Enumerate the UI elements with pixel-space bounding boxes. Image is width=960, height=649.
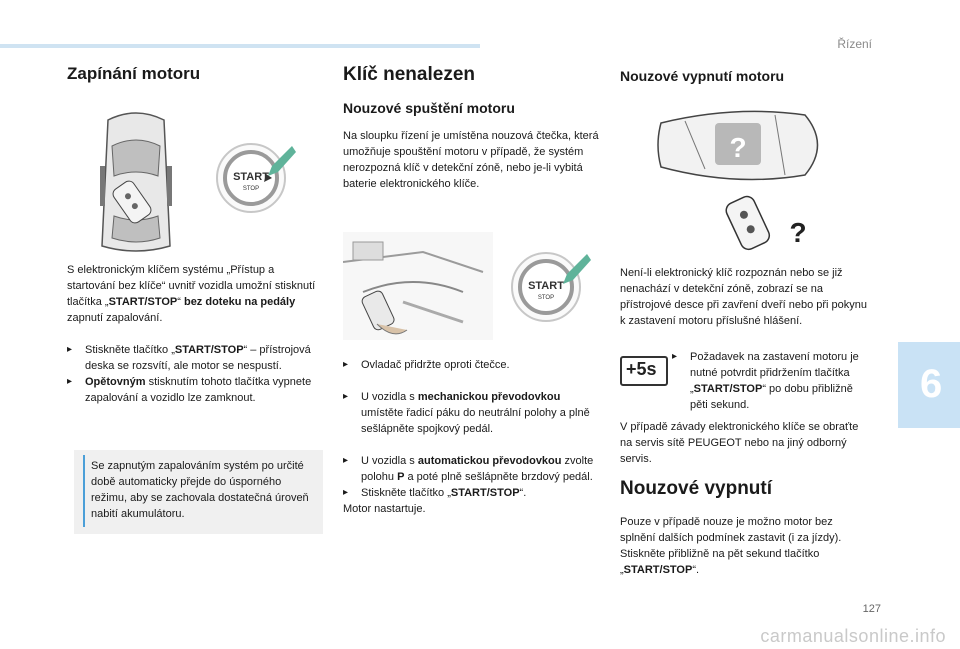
start-label-2: START <box>528 280 564 292</box>
emergency-stop-section: Nouzové vypnutí Pouze v případě nouze je… <box>620 478 870 578</box>
watermark: carmanualsonline.info <box>760 626 946 646</box>
column-key-not-found: Klíč nenalezen Nouzové spuštění motoru N… <box>343 64 601 192</box>
bullet-manual-gearbox: ▸U vozidla s mechanickou převodovkou umí… <box>343 391 590 435</box>
chapter-tab: 6 <box>898 342 960 428</box>
emergency-stop-intro-block: Není-li elektronický klíč rozpoznán nebo… <box>620 265 870 329</box>
subtitle-emergency-stop: Nouzové vypnutí motoru <box>620 68 785 84</box>
info-icon <box>83 455 85 527</box>
stop-label-2: STOP <box>538 295 554 301</box>
key-not-detected-illustration: ? ? <box>657 110 819 251</box>
five-seconds-badge: +5s <box>620 356 668 386</box>
bullet-press-start: ▸Stiskněte tlačítko „START/STOP“ – příst… <box>67 344 311 372</box>
steering-column-reader-illustration: START STOP <box>343 232 591 340</box>
section-name: Řízení <box>837 37 872 51</box>
engine-starts-text: Motor nastartuje. <box>343 503 426 515</box>
emergency-stop-step: ▸Požadavek na zastavení motoru je nutné … <box>672 349 868 413</box>
chapter-number: 6 <box>920 362 943 406</box>
engine-start-text: S elektronickým klíčem systému „Přístup … <box>67 262 325 406</box>
emergency-stop-fault-block: V případě závady elektronického klíče se… <box>620 419 870 467</box>
question-mark-key: ? <box>789 217 806 248</box>
column-emergency-stop: Nouzové vypnutí motoru <box>620 68 870 84</box>
bullet-auto-gearbox: ▸U vozidla s automatickou převodovkou zv… <box>343 455 594 483</box>
emergency-stop-intro: Není-li elektronický klíč rozpoznán nebo… <box>620 267 868 327</box>
section-title-key-not-found: Klíč nenalezen <box>343 64 475 85</box>
section-title-emergency-stop: Nouzové vypnutí <box>620 478 773 499</box>
emergency-stop-text: Pouze v případě nouze je možno motor bez… <box>620 516 842 576</box>
car-key-inside-illustration: START STOP <box>100 112 296 252</box>
page-number: 127 <box>862 603 881 615</box>
bullet-press-start-2: ▸Stiskněte tlačítko „START/STOP“. <box>343 487 527 499</box>
info-note-text: Se zapnutým zapalováním systém po určité… <box>91 460 309 520</box>
stop-label: STOP <box>243 186 259 192</box>
engine-start-intro: S elektronickým klíčem systému „Přístup … <box>67 264 316 324</box>
emergency-start-intro: Na sloupku řízení je umístěna nouzová čt… <box>343 130 599 190</box>
question-mark-car: ? <box>729 132 746 163</box>
section-title-engine-start: Zapínání motoru <box>67 64 201 83</box>
key-fault-text: V případě závady elektronického klíče se… <box>620 421 859 465</box>
bullet-press-again: ▸Opětovným stisknutím tohoto tlačítka vy… <box>67 376 312 404</box>
subtitle-emergency-start: Nouzové spuštění motoru <box>343 100 515 116</box>
bullet-hold-remote: ▸Ovladač přidržte oproti čtečce. <box>343 359 510 371</box>
emergency-start-steps: ▸Ovladač přidržte oproti čtečce. ▸U vozi… <box>343 357 601 517</box>
column-engine-start: Zapínání motoru <box>67 64 327 84</box>
bullet-confirm-stop: ▸Požadavek na zastavení motoru je nutné … <box>672 351 859 411</box>
header-accent-bar <box>0 44 480 48</box>
info-note: Se zapnutým zapalováním systém po určité… <box>74 450 323 534</box>
start-label: START <box>233 171 269 183</box>
